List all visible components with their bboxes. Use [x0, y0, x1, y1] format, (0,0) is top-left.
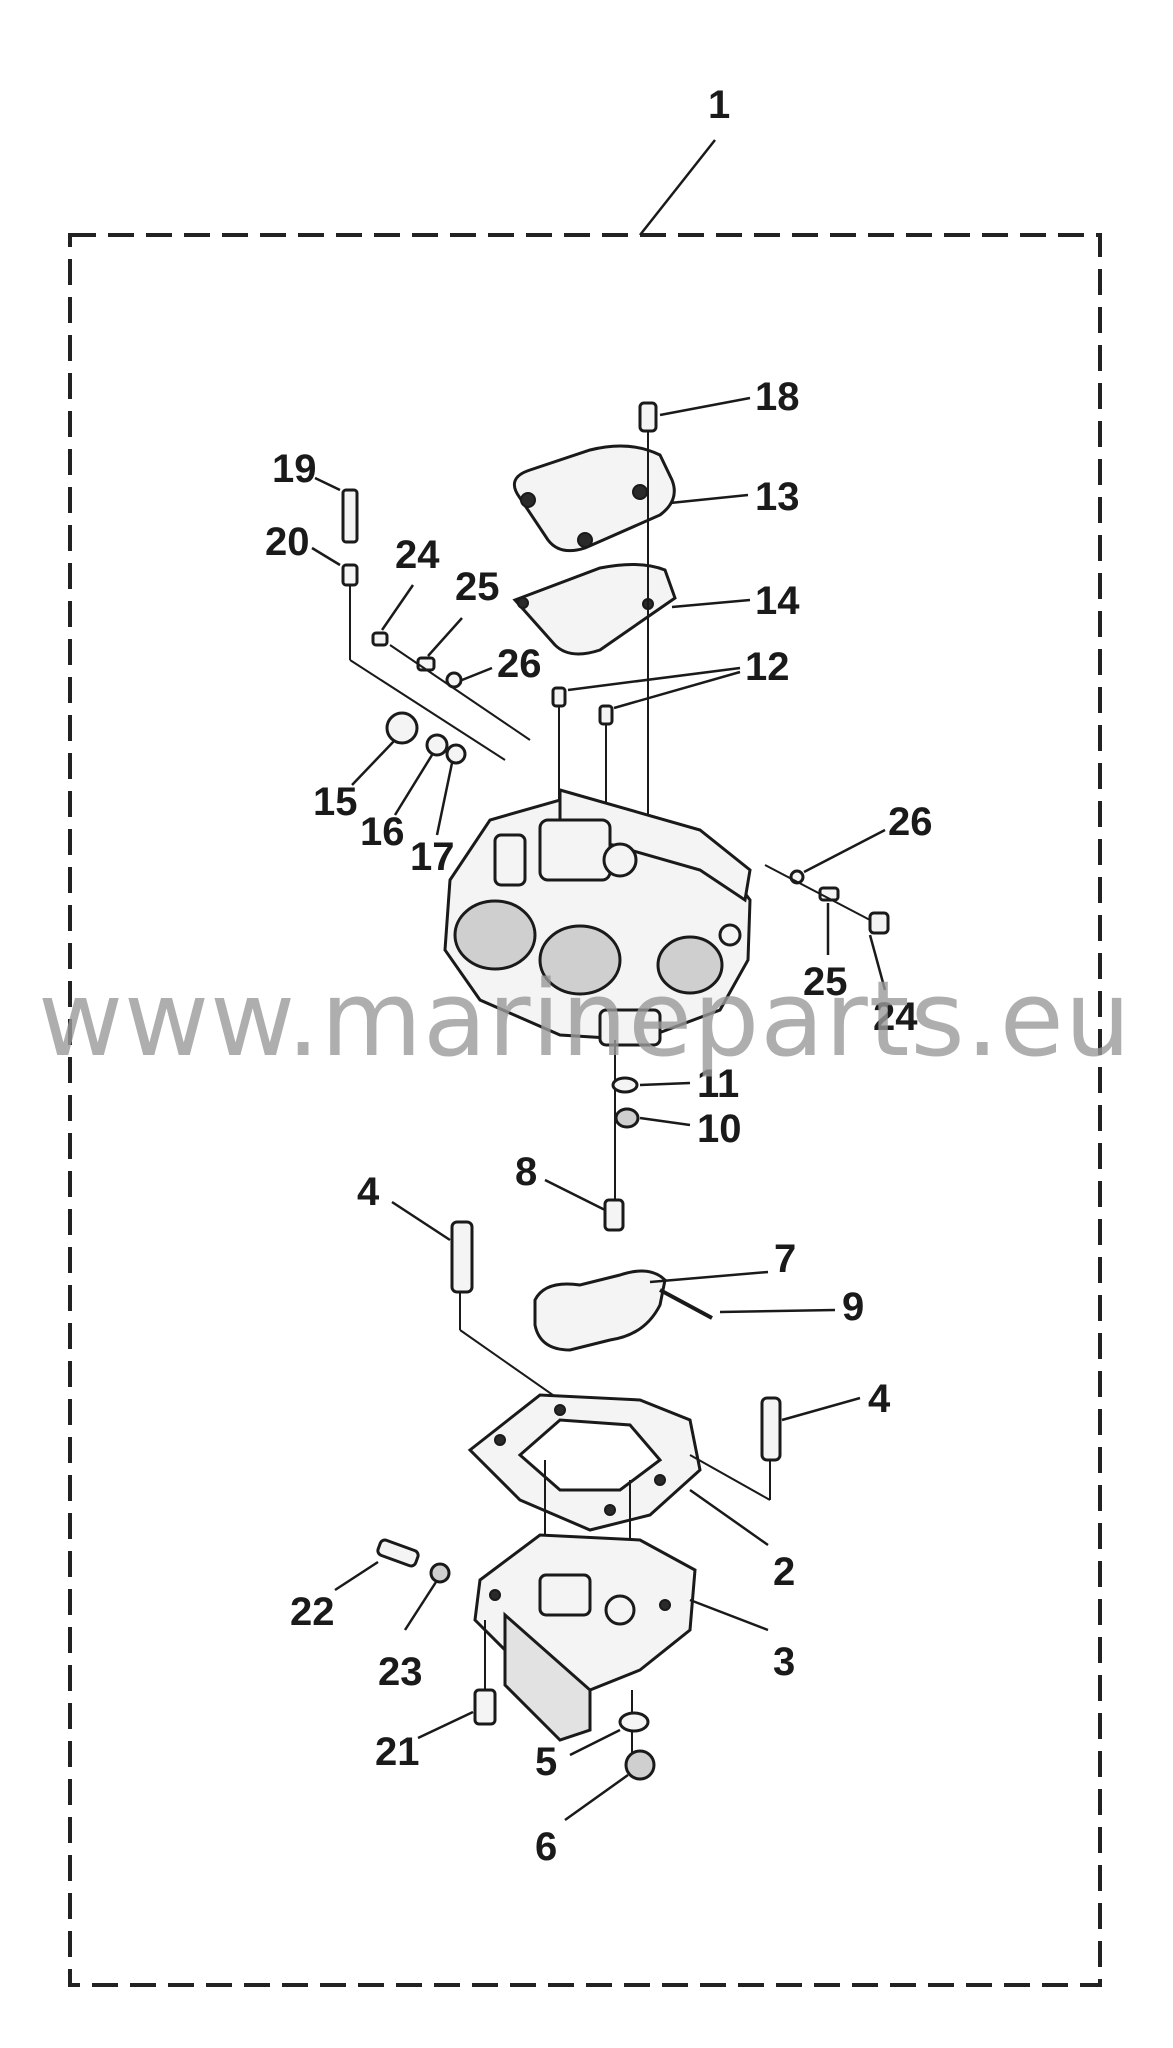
part-2-gasket	[467, 1393, 769, 1547]
callout-18: 18	[755, 375, 800, 419]
callout-5: 5	[535, 1740, 557, 1784]
assembly-boundary	[68, 233, 1102, 1987]
part-11-washer	[611, 1076, 691, 1094]
callout-24-right: 24	[873, 995, 918, 1039]
callout-15: 15	[313, 780, 358, 824]
callout-6: 6	[535, 1825, 557, 1869]
part-10-nut	[614, 1107, 691, 1129]
callout-21: 21	[375, 1730, 420, 1774]
callout-14: 14	[755, 579, 800, 623]
carburetor-body	[443, 788, 752, 1047]
part-20-washer	[311, 546, 359, 587]
part-23-washer	[403, 1562, 451, 1631]
part-16-washer	[393, 733, 449, 816]
callout-10: 10	[697, 1107, 742, 1151]
callout-16: 16	[360, 810, 405, 854]
part-18-screw	[638, 396, 751, 433]
watermark-text: www.marineparts.eu	[38, 958, 1132, 1080]
callout-19: 19	[272, 447, 317, 491]
callout-25-right: 25	[803, 960, 848, 1004]
part-26-ring-left	[445, 666, 493, 689]
callout-4-left: 4	[357, 1170, 380, 1214]
callout-9: 9	[842, 1285, 864, 1329]
part-21-screw	[417, 1688, 497, 1740]
part-4-pin-right	[689, 1396, 861, 1501]
callout-11: 11	[697, 1062, 739, 1106]
callout-26-right: 26	[888, 800, 933, 844]
part-8-screw	[544, 1178, 625, 1232]
part-22-screw	[334, 1538, 420, 1592]
callout-22: 22	[290, 1590, 335, 1634]
part-5-washer	[569, 1711, 650, 1757]
callout-7: 7	[774, 1237, 796, 1281]
part-7-float	[533, 1269, 769, 1352]
callout-24-left: 24	[395, 533, 440, 577]
part-24-screw-left	[371, 584, 415, 647]
part-26-ring-right	[789, 828, 886, 885]
part-15-plug	[351, 711, 419, 786]
callout-4-right: 4	[868, 1377, 891, 1421]
part-24-screw-right	[868, 911, 890, 991]
part-19-screw	[314, 476, 359, 544]
part-14-gasket	[512, 562, 751, 656]
part-4-pin-left	[391, 1200, 561, 1401]
part-9-pin	[659, 1288, 836, 1320]
callout-23: 23	[378, 1650, 423, 1694]
part-6-drain-screw	[564, 1749, 656, 1822]
callout-20: 20	[265, 520, 310, 564]
callout-13: 13	[755, 475, 800, 519]
callout-8: 8	[515, 1150, 537, 1194]
callout-1: 1	[708, 83, 730, 127]
callout-12: 12	[745, 645, 790, 689]
callout-26-left: 26	[497, 642, 542, 686]
callout-3: 3	[773, 1640, 795, 1684]
callout-2: 2	[773, 1550, 795, 1594]
part-25-spring-left	[416, 617, 463, 672]
part-13-cover	[512, 444, 749, 553]
callout-17: 17	[410, 835, 455, 879]
part-17-ring	[435, 743, 467, 836]
part-3-float-bowl	[473, 1533, 769, 1742]
callout-25-left: 25	[455, 565, 500, 609]
